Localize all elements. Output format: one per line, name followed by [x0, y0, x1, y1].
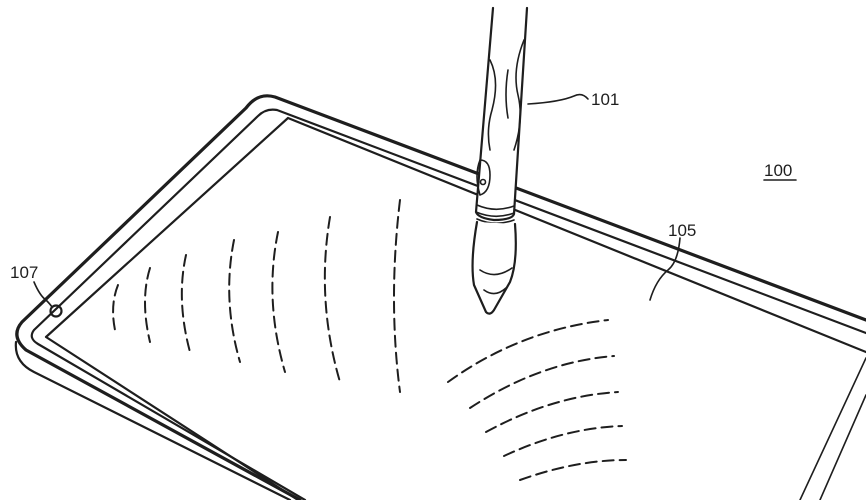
sensor-element: [49, 304, 63, 318]
signal-arc: [112, 284, 119, 331]
leader-line-101: [527, 93, 589, 105]
signal-arc: [485, 391, 619, 433]
signal-arcs-right: [447, 319, 627, 481]
leader-line-105: [649, 237, 681, 301]
stylus-button: [476, 159, 491, 196]
reference-labels: 101 100 105 107: [10, 90, 792, 282]
stylus-tip: [471, 220, 517, 315]
label-stylus: 101: [591, 90, 619, 109]
tablet-bezel-line: [30, 108, 866, 500]
label-sensor: 107: [10, 263, 38, 282]
display-screen: [44, 116, 866, 500]
stylus-grip-contour: [505, 69, 509, 119]
tablet-right-edge: [799, 357, 866, 500]
signal-arc: [503, 425, 623, 457]
signal-arc: [469, 355, 615, 409]
signal-arc: [519, 459, 627, 481]
signal-arc: [323, 216, 341, 383]
signal-arc: [447, 319, 609, 383]
tablet-outer-edge: [15, 94, 866, 500]
signal-arc: [180, 254, 191, 353]
label-surface: 105: [668, 221, 696, 240]
tablet-device: [14, 94, 866, 500]
signal-arc: [271, 231, 286, 373]
stylus: [471, 6, 529, 315]
leader-lines: [33, 93, 797, 308]
sensor-circle: [49, 304, 63, 318]
stylus-grip-contour: [487, 59, 497, 151]
signal-arc: [144, 267, 151, 343]
stylus-grip-contour: [513, 39, 525, 151]
stylus-button-dot: [479, 178, 487, 186]
signal-arc: [228, 239, 241, 363]
leader-line-107: [33, 281, 53, 308]
stylus-tip-contour: [479, 267, 513, 295]
signal-arcs-left: [112, 199, 401, 393]
label-device: 100: [764, 161, 792, 180]
signal-arc: [393, 199, 401, 393]
tablet-side-edge: [14, 340, 292, 500]
